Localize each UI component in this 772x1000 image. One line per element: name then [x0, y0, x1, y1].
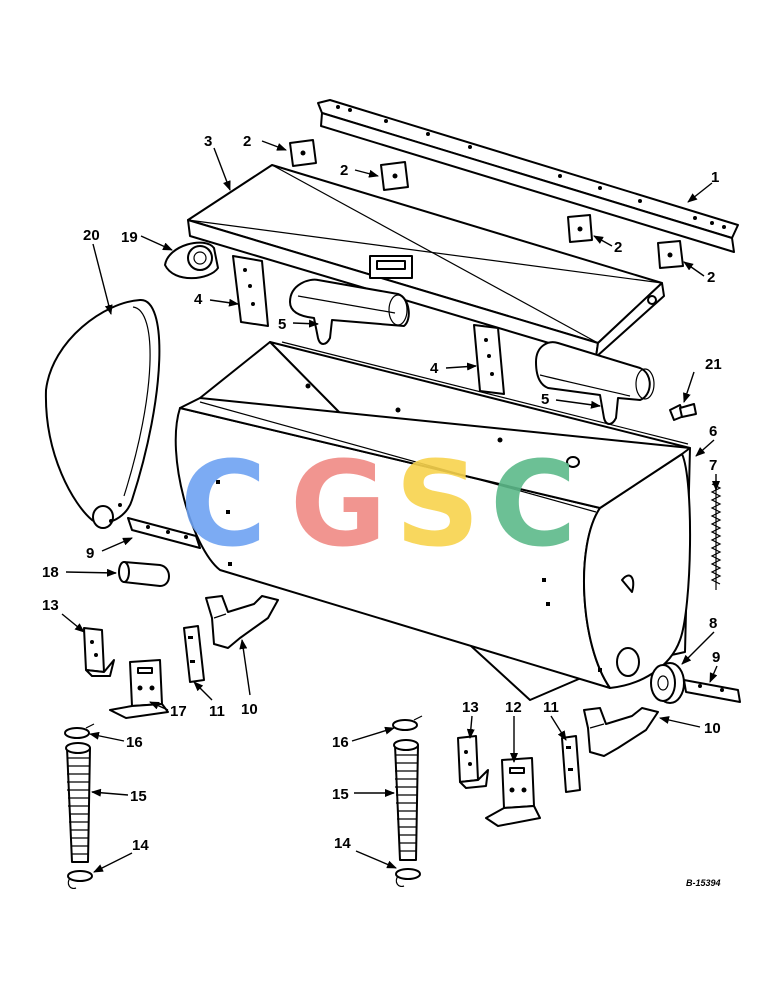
callout-2: 2 [243, 133, 251, 150]
callout-9: 9 [712, 649, 720, 666]
callout-4: 4 [430, 360, 439, 377]
callout-8: 8 [709, 615, 717, 632]
ring-part [67, 868, 421, 889]
callout-16: 16 [126, 734, 143, 751]
callout-11: 11 [209, 703, 225, 720]
callout-2: 2 [707, 269, 715, 286]
callout-17: 17 [170, 703, 187, 720]
angle-bar-part [317, 99, 739, 253]
callout-15: 15 [130, 788, 147, 805]
ring-part [64, 715, 423, 739]
watermark-letter: C [180, 435, 267, 573]
shaft-part [683, 679, 741, 703]
strap-part [183, 625, 205, 683]
wheel-part [650, 662, 685, 704]
hopper-part [289, 278, 655, 425]
callout-21: 21 [705, 356, 722, 373]
callout-19: 19 [121, 229, 138, 246]
callout-5: 5 [278, 316, 286, 333]
watermark-letter: C [490, 435, 577, 573]
callout-11: 11 [543, 699, 559, 716]
watermark-letter: S [395, 435, 480, 573]
callout-12: 12 [505, 699, 522, 716]
support-bracket-part [109, 659, 169, 719]
callout-4: 4 [194, 291, 203, 308]
spring-rod-part [710, 480, 722, 590]
leader-lines [61, 140, 720, 873]
saddle-bracket-part [205, 595, 279, 649]
callout-14: 14 [334, 835, 351, 852]
callout-20: 20 [83, 227, 100, 244]
lid-part [187, 164, 665, 358]
callout-10: 10 [704, 720, 721, 737]
callout-7: 7 [709, 457, 717, 474]
end-panel-part [44, 298, 161, 529]
callout-16: 16 [332, 734, 349, 751]
callout-5: 5 [541, 391, 549, 408]
watermark: C G S C [180, 435, 577, 573]
watermark-letter: G [290, 435, 387, 573]
support-bracket-part [485, 757, 541, 827]
strap-part [561, 735, 581, 793]
bushing-part [118, 561, 170, 587]
hinge-bracket-part [232, 255, 505, 395]
callout-1: 1 [711, 169, 719, 186]
callout-18: 18 [42, 564, 59, 581]
clamp-part [164, 241, 219, 280]
callout-2: 2 [340, 162, 348, 179]
saddle-bracket-part [583, 707, 659, 757]
callout-13: 13 [42, 597, 59, 614]
callout-3: 3 [204, 133, 212, 150]
plate-part [289, 139, 684, 269]
callout-labels: 1 2 2 2 2 3 4 4 5 5 6 7 8 9 9 10 10 11 1… [42, 133, 722, 854]
shaft-part [127, 517, 201, 549]
callout-6: 6 [709, 423, 717, 440]
angle-bracket-part [457, 735, 489, 789]
callout-15: 15 [332, 786, 349, 803]
bolt-part [669, 403, 697, 421]
callout-2: 2 [614, 239, 622, 256]
callout-10: 10 [241, 701, 258, 718]
flex-tube-part [65, 739, 419, 863]
callout-9: 9 [86, 545, 94, 562]
callout-14: 14 [132, 837, 149, 854]
drawing-reference: B-15394 [686, 878, 721, 888]
callout-13: 13 [462, 699, 479, 716]
hopper-box-part [174, 341, 692, 701]
angle-bracket-part [83, 627, 115, 677]
